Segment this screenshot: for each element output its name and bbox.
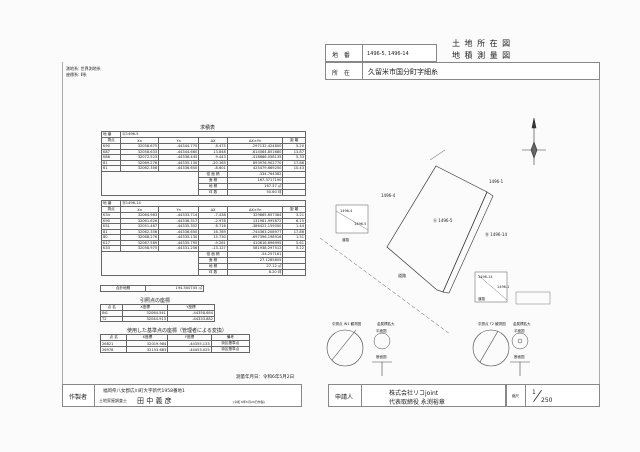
- scale-label: 縮尺: [512, 394, 519, 398]
- summary-label: 坪 数: [198, 268, 228, 276]
- lot-1496-14-boundary: [442, 191, 494, 294]
- applicant-company: 株式会社リコjoint: [389, 390, 439, 397]
- neighbor-1496-4: 1496-4: [381, 193, 396, 198]
- maker-address: 福岡県八女郡広川町大字新代1958番地1: [103, 389, 185, 394]
- section-label-2: 断面図: [514, 355, 525, 359]
- base-points-title: 使用した基準点の座標（管理者による変換）: [127, 328, 227, 334]
- inset1-label-a: 1496-4: [340, 209, 353, 213]
- location-value: 久留米市国分町字細糸: [368, 68, 438, 76]
- maker-date: (令和 6年5月29日作製): [233, 400, 265, 404]
- lot-value: 1496-5, 1496-14: [367, 51, 409, 57]
- scale-denominator: 250: [541, 397, 553, 404]
- table-cell: 32044.913: [122, 315, 168, 322]
- column-header: ΔX×Yn: [226, 206, 284, 213]
- inset1-road: 道路: [342, 238, 349, 242]
- table-cell: 26978: [99, 346, 128, 353]
- applicant-box: 申請人 株式会社リコjoint 代表取締役 永渕裕章 縮尺 1 250: [328, 384, 600, 407]
- summary-value: 50.60 坪: [226, 188, 284, 196]
- lot-b-label: Ⓑ 1496-14: [485, 232, 507, 237]
- column-header: Y座標: [166, 304, 216, 311]
- column-header: X座標: [122, 304, 168, 311]
- column-header: 距 離: [282, 137, 306, 144]
- ref-points-title: 引照点の座標: [140, 298, 171, 304]
- table-cell: 32153.683: [126, 346, 169, 353]
- column-header: ΔX×Yn: [226, 137, 284, 144]
- table-cell: IN1: [99, 310, 124, 317]
- column-header: 距 離: [282, 206, 306, 213]
- title-area-map: 地 積 測 量 図: [452, 51, 512, 60]
- maker-box: 作製者 福岡県八女郡広川町大字新代1958番地1 土地家屋調査士 田 中 義 彦…: [62, 384, 302, 407]
- metal-mark-title-2: 金属標拡大: [513, 322, 531, 326]
- inset2-road: 道路: [478, 297, 485, 301]
- summary-row: 倍 面 積-334.764382: [100, 170, 306, 196]
- maker-name: 田 中 義 彦: [137, 397, 172, 405]
- detail2-title: 引照点 T2 観測図: [478, 322, 506, 326]
- section-label: 断面図: [376, 355, 387, 359]
- total-label: 合計地積: [100, 285, 146, 292]
- inset1-label-b: 1496-5: [354, 222, 367, 226]
- lot-box: 地 番 1496-5, 1496-14: [325, 44, 437, 62]
- lot-a-label: Ⓐ 1496-5: [433, 218, 453, 223]
- inset2-label-b: 1496-1: [497, 285, 510, 289]
- applicant-rep: 代表取締役 永渕裕章: [389, 399, 445, 406]
- table-cell: T2: [99, 315, 124, 322]
- column-header: 測点: [100, 206, 122, 213]
- plan-label-2: 平面図: [514, 329, 525, 333]
- compass-icon: [522, 117, 546, 165]
- inset-1: [335, 204, 369, 234]
- total-value: 194.500745 ㎡: [145, 285, 204, 292]
- summary-label: 坪 数: [198, 188, 228, 196]
- summary-value: 8.20 坪: [226, 268, 284, 276]
- lot-1496-5-boundary: [386, 165, 488, 293]
- datum-note: 測地系: 世界測地系: [66, 66, 101, 71]
- plan-label: 平面図: [376, 329, 387, 333]
- location-box: 所 在 久留米市国分町字細糸: [325, 62, 600, 80]
- coord-system-note: 座標系: Ⅱ系: [66, 72, 87, 77]
- table-cell: 32064.541: [122, 310, 168, 317]
- detail-circle-t2: [472, 329, 510, 367]
- table-cell: -44453.025: [167, 346, 212, 353]
- road-label: 道路: [398, 273, 406, 278]
- location-label: 所 在: [332, 70, 352, 77]
- neighbor-1496-1: 1496-1: [489, 179, 504, 184]
- lot-label: 地 番: [332, 52, 352, 59]
- detail1-title: 引照点 IN1 観測図: [332, 322, 362, 326]
- table-cell: 街区基準点: [210, 346, 251, 353]
- table-cell: -44358.684: [166, 310, 216, 317]
- maker-title: 土地家屋調査士: [99, 398, 127, 403]
- lot-map: [320, 117, 551, 376]
- column-header: 測点: [100, 137, 122, 144]
- metal-mark-title: 金属標拡大: [377, 322, 395, 326]
- applicant-label: 申請人: [335, 394, 354, 401]
- title-location-map: 土 地 所 在 図: [452, 39, 512, 48]
- column-header: Yn: [158, 137, 200, 144]
- inset2-label-a: 1496-14: [478, 275, 493, 279]
- drawing-frame: [62, 62, 600, 385]
- column-header: Yn: [158, 206, 200, 213]
- inset-2: [474, 271, 508, 303]
- legend-table: [515, 291, 551, 305]
- detail-circle-in1: [326, 329, 364, 367]
- road-line: [320, 237, 451, 335]
- maker-label: 作製者: [69, 394, 88, 401]
- survey-date: 測量年月日：令和6年5月2日: [236, 375, 295, 380]
- table-cell: -44333.882: [166, 315, 216, 322]
- column-header: 点 名: [99, 304, 124, 311]
- scale-numerator: 1: [532, 389, 536, 396]
